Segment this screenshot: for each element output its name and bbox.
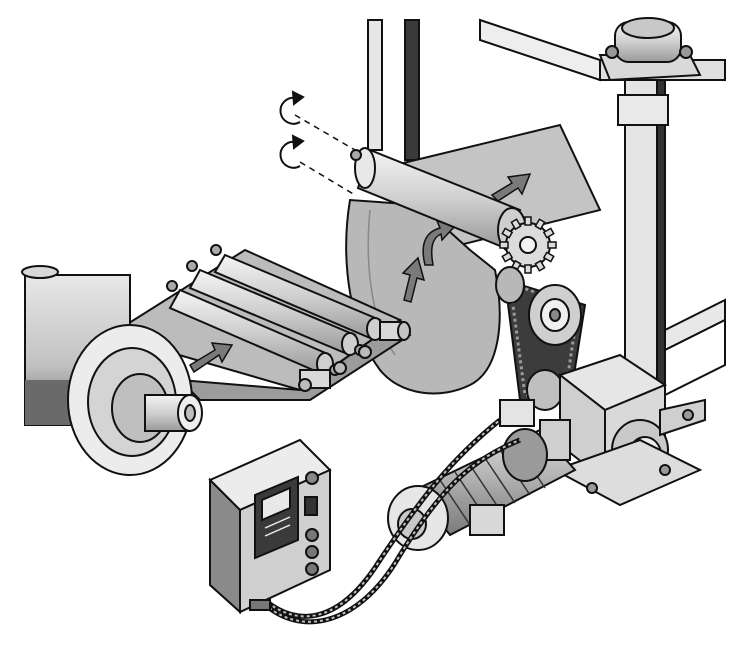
machine-frame [367,18,726,411]
idler-rollers [166,244,411,392]
gear-tooth [547,241,557,249]
idler-roller [186,260,366,356]
control-knob[interactable] [305,471,319,485]
gear-tooth [534,259,546,272]
rotation-arrow-icon [279,134,305,169]
flow-arrow-icon [422,219,457,266]
gear-tooth [501,227,514,239]
digital-display [261,486,291,522]
control-box [208,438,332,615]
gear-tooth [534,218,546,231]
rotation-indicators [279,90,305,169]
gear-tooth [542,251,555,263]
start-button[interactable] [305,528,319,542]
top-bearing-block [598,17,702,126]
gear-tooth [524,216,532,226]
idler-roller [210,244,391,341]
guide-roller [379,321,411,341]
unwind-roll [21,265,203,476]
gear-tooth [524,264,532,274]
axis-lines [294,114,356,196]
idler-roller [298,345,372,392]
belt-drive [495,266,587,411]
flow-arrow-icon [188,342,234,374]
flow-arrow-icon [490,173,532,202]
power-switch[interactable] [304,496,318,516]
gear-teeth [499,216,557,274]
reset-button[interactable] [305,562,319,576]
gear-tooth [510,218,522,231]
flow-arrow-icon [401,256,426,303]
stop-button[interactable] [305,545,319,559]
gear-tooth [542,227,555,239]
rotation-arrow-icon [279,90,305,125]
gear-tooth [499,241,509,249]
flow-arrows [188,173,532,374]
drive-gear [499,216,557,274]
gear-tooth [501,251,514,263]
gearbox [552,353,706,507]
